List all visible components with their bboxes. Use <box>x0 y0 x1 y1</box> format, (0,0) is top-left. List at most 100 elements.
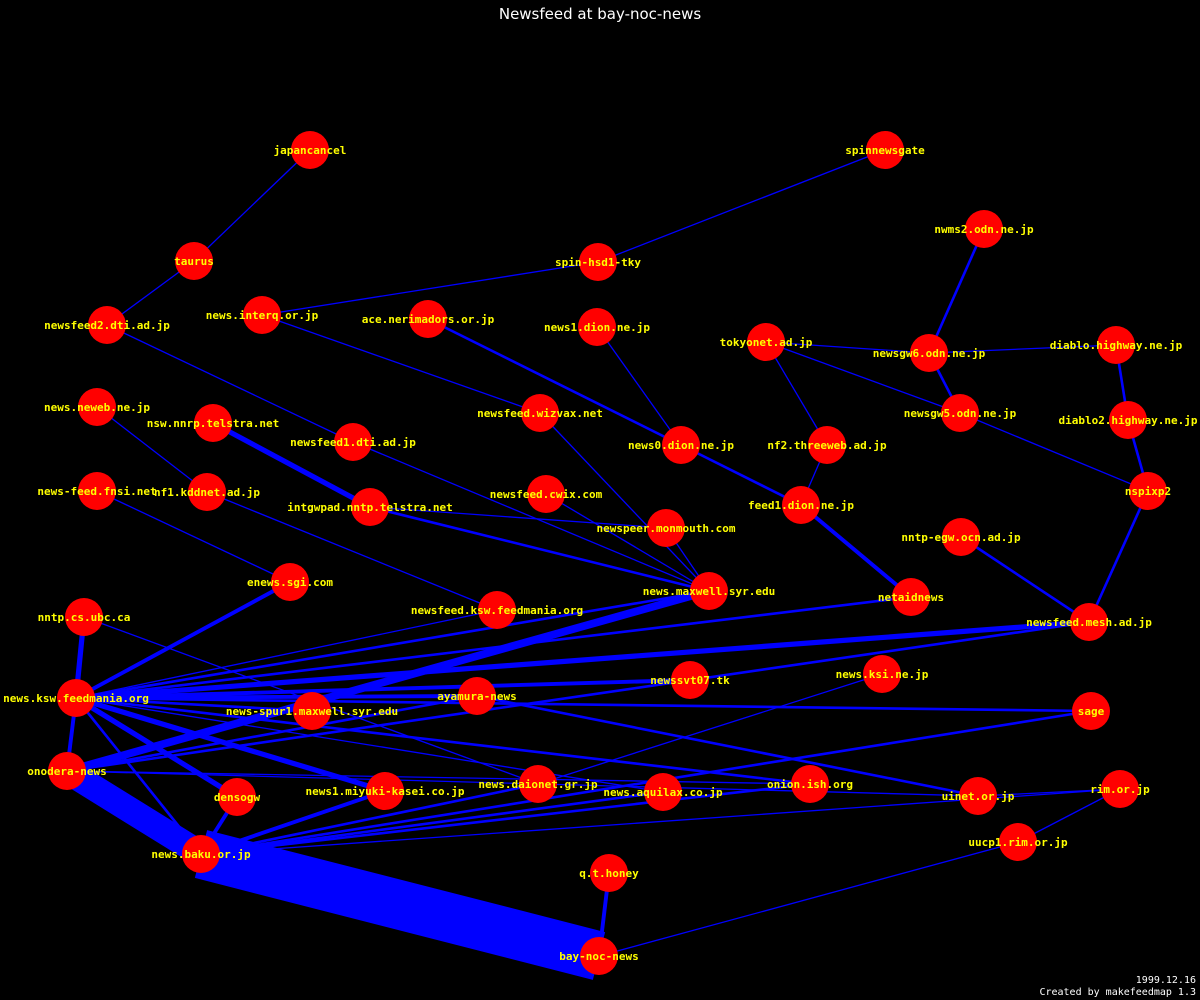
node-newsfeed-mesh <box>1070 603 1108 641</box>
edge-ace-nerimadors-news0-dion <box>427 317 682 447</box>
node-label-netaidnews: netaidnews <box>878 591 944 604</box>
node-news-ksi <box>863 655 901 693</box>
node-news0-dion <box>662 426 700 464</box>
node-label-newsgw5: newsgw5.odn.ne.jp <box>904 407 1017 420</box>
node-label-news-neweb: news.neweb.ne.jp <box>44 401 150 414</box>
node-ace-nerimadors <box>409 300 447 338</box>
node-label-ace-nerimadors: ace.nerimadors.or.jp <box>362 313 495 326</box>
edge-spin-hsd1-tky-news-interq <box>261 261 599 316</box>
node-label-nf1-kddnet: nf1.kddnet.ad.jp <box>154 486 260 499</box>
node-intgwpad <box>351 488 389 526</box>
node-news-aquilax <box>644 773 682 811</box>
node-ayamura <box>458 677 496 715</box>
edge-news-spur1-news-ksw <box>75 696 313 713</box>
node-label-news1-miyuki: news1.miyuki-kasei.co.jp <box>306 785 465 798</box>
node-label-news-maxwell: news.maxwell.syr.edu <box>643 585 775 598</box>
edge-news-baku-bay-noc <box>194 830 606 980</box>
node-nf1-kddnet <box>188 473 226 511</box>
node-label-nntp-egw: nntp-egw.ocn.ad.jp <box>901 531 1021 544</box>
node-label-nsw-nnrp: nsw.nnrp.telstra.net <box>147 417 279 430</box>
node-news1-miyuki <box>366 772 404 810</box>
edge-newsfeed-mesh-news-ksw <box>75 619 1090 701</box>
node-spin-hsd1-tky <box>579 243 617 281</box>
node-label-news-ksw: news.ksw.feedmania.org <box>3 692 149 705</box>
edge-feed1-dion-netaidnews <box>799 503 913 599</box>
edge-news-neweb-nf1-kddnet <box>96 406 208 493</box>
node-label-newsfeed-cwix: newsfeed.cwix.com <box>490 488 603 501</box>
node-news-interq <box>243 296 281 334</box>
edge-onodera-onion-ish <box>66 770 811 785</box>
edge-intgwpad-newspeer-monmouth <box>369 506 667 529</box>
node-label-qthoney: q.t.honey <box>579 867 639 880</box>
node-label-nf2-threeweb: nf2.threeweb.ad.jp <box>767 439 887 452</box>
edge-newsgw6-diablo <box>928 344 1117 354</box>
node-label-onion-ish: onion.ish.org <box>767 778 853 791</box>
node-feed1-dion <box>782 486 820 524</box>
edge-newssvt07-news-ksw <box>75 678 691 700</box>
edge-enews-sgi-news-ksw <box>75 580 291 700</box>
node-label-nwms2: nwms2.odn.ne.jp <box>934 223 1034 236</box>
node-label-nspixp2: nspixp2 <box>1125 485 1171 498</box>
edge-newsgw5-nspixp2 <box>959 412 1149 492</box>
node-news-daionet <box>519 765 557 803</box>
node-newsfeed-cwix <box>527 475 565 513</box>
edge-news-ksw-onion-ish <box>75 696 811 786</box>
node-newsfeed-wizvax <box>521 394 559 432</box>
edge-nntp-egw-newsfeed-mesh <box>960 535 1090 624</box>
edge-rim-uinet <box>977 788 1121 797</box>
node-newsfeed-ksw <box>478 591 516 629</box>
node-taurus <box>175 242 213 280</box>
edge-newsfeed1-dti-news-maxwell <box>352 441 710 592</box>
edge-news1-dion-news0-dion <box>596 326 682 446</box>
node-uinet <box>959 777 997 815</box>
node-label-news-aquilax: news.aquilax.co.jp <box>603 786 723 799</box>
node-spinnewsgate <box>866 131 904 169</box>
node-news-ksw <box>57 679 95 717</box>
node-tokyonet <box>747 323 785 361</box>
edge-ayamura-uinet <box>476 694 979 798</box>
edge-japancancel-taurus <box>193 149 311 262</box>
node-label-newsfeed-mesh: newsfeed.mesh.ad.jp <box>1026 616 1152 629</box>
node-label-news1-dion: news1.dion.ne.jp <box>544 321 650 334</box>
edge-spinnewsgate-spin-hsd1-tky <box>597 149 886 263</box>
edge-tokyonet-newsgw5 <box>765 341 961 414</box>
node-newssvt07 <box>671 661 709 699</box>
node-densogw <box>218 778 256 816</box>
edge-sage-news-ksw <box>75 696 1092 713</box>
edge-news0-dion-feed1-dion <box>680 443 802 507</box>
edge-news-maxwell-news-ksw <box>75 589 710 700</box>
edge-newsfeed-wizvax-news-maxwell <box>539 412 710 592</box>
node-label-newssvt07: newssvt07.tk <box>650 674 730 687</box>
node-nntp-cs-ubc <box>65 598 103 636</box>
edge-news-ksi-news-daionet <box>537 673 883 785</box>
node-label-taurus: taurus <box>174 255 214 268</box>
edge-nspixp2-newsfeed-mesh <box>1087 490 1150 623</box>
node-rim <box>1101 770 1139 808</box>
node-enews-sgi <box>271 563 309 601</box>
edge-nwms2-newsgw6 <box>927 228 986 354</box>
edge-news-ksw-news-aquilax <box>75 697 664 793</box>
node-label-newsfeed2-dti: newsfeed2.dti.ad.jp <box>44 319 170 332</box>
node-label-spinnewsgate: spinnewsgate <box>845 144 925 157</box>
node-label-spin-hsd1-tky: spin-hsd1-tky <box>555 256 641 269</box>
node-label-newsgw6: newsgw6.odn.ne.jp <box>873 347 986 360</box>
edge-ayamura-onodera <box>66 694 478 773</box>
edge-news-interq-newsfeed-wizvax <box>261 314 541 414</box>
node-label-enews-sgi: enews.sgi.com <box>247 576 333 589</box>
node-label-rim: rim.or.jp <box>1090 783 1150 796</box>
node-uucp1-rim <box>999 823 1037 861</box>
edge-news-ksw-densogw <box>74 695 239 800</box>
node-label-feed1-dion: feed1.dion.ne.jp <box>748 499 854 512</box>
edge-netaidnews-news-ksw <box>75 595 912 700</box>
node-label-uinet: uinet.or.jp <box>942 790 1015 803</box>
node-label-bay-noc: bay-noc-news <box>559 950 638 963</box>
edge-onodera-news-baku <box>60 759 208 866</box>
node-label-news-daionet: news.daionet.gr.jp <box>478 778 598 791</box>
edge-news-feed-fnsi-enews-sgi <box>96 490 291 583</box>
node-news-baku <box>182 835 220 873</box>
node-label-newsfeed-ksw: newsfeed.ksw.feedmania.org <box>411 604 583 617</box>
node-nntp-egw <box>942 518 980 556</box>
